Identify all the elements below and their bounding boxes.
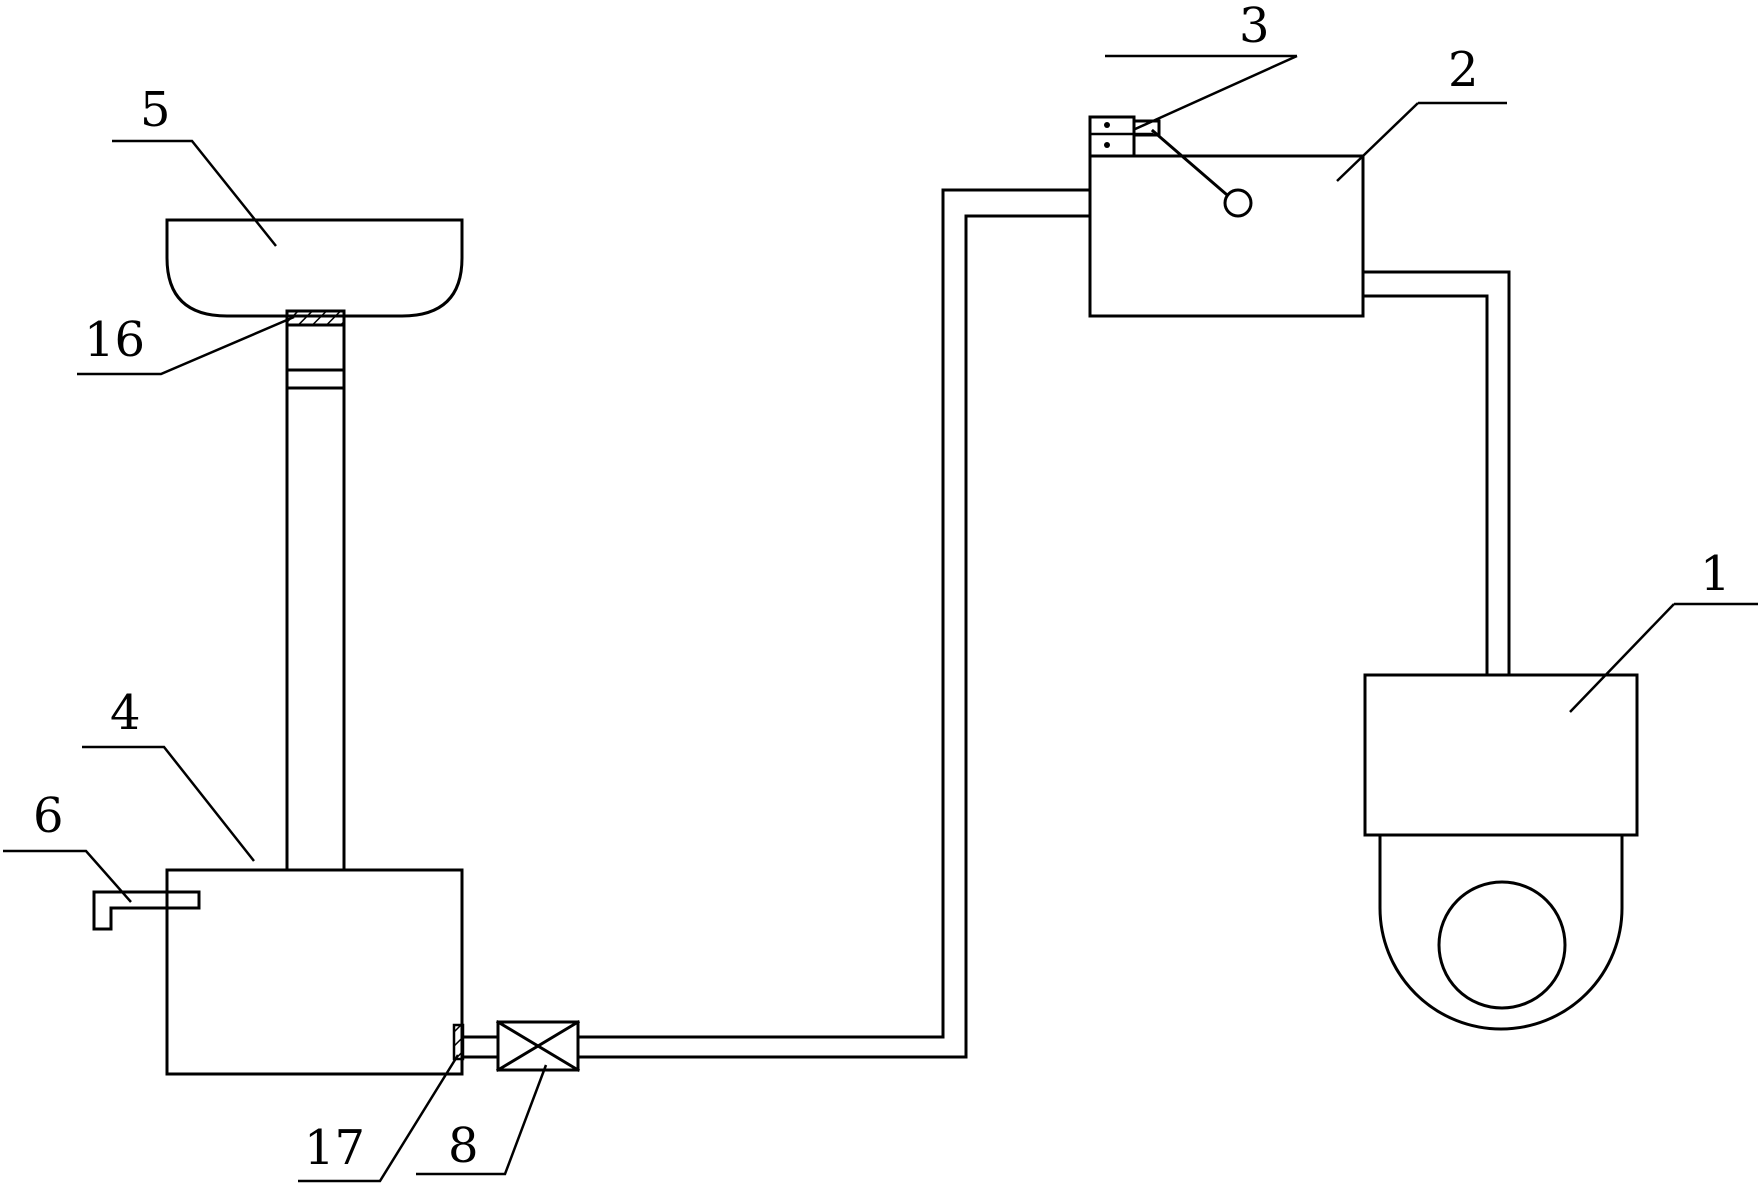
- filter-16: [285, 309, 346, 327]
- faucet: [92, 890, 201, 931]
- float-valve: [1088, 115, 1161, 158]
- outlet-pipe: [461, 1035, 500, 1059]
- water-tank: [165, 868, 464, 1076]
- label-water-tank: 4: [110, 685, 141, 741]
- leader-lines: [3, 54, 1758, 1183]
- washbasin: [165, 218, 464, 318]
- label-float-valve: 3: [1239, 0, 1270, 54]
- toilet: [1363, 673, 1639, 1031]
- label-filter-16: 16: [84, 312, 145, 368]
- flush-pipe: [1361, 270, 1511, 677]
- filter-17: [452, 1023, 465, 1061]
- label-cistern: 2: [1448, 42, 1479, 98]
- label-toilet: 1: [1700, 546, 1731, 602]
- cistern: [1088, 128, 1365, 318]
- drain-pipe: [285, 323, 346, 872]
- label-washbasin: 5: [140, 82, 171, 138]
- valve: [495, 1019, 581, 1073]
- label-faucet: 6: [33, 788, 64, 844]
- label-valve: 8: [448, 1118, 479, 1174]
- label-filter-17: 17: [304, 1120, 365, 1176]
- supply-pipe: [576, 188, 1092, 1059]
